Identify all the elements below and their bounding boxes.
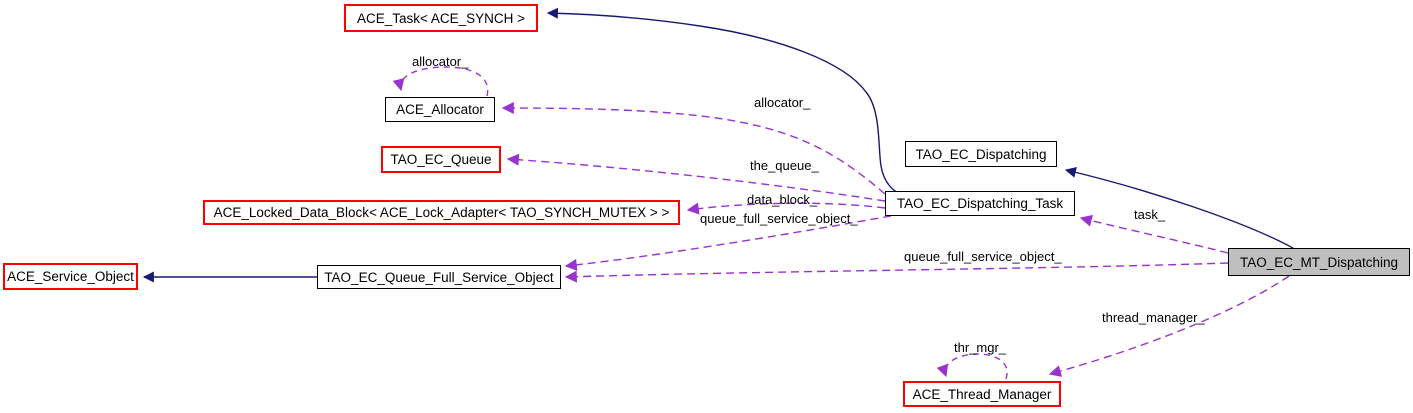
class-node-tao-ec-mt-dispatching: TAO_EC_MT_Dispatching <box>1228 248 1410 276</box>
class-node-ace-thread-manager[interactable]: ACE_Thread_Manager <box>903 381 1061 407</box>
edge-usage-dispatching-task-to-allocator <box>501 102 886 195</box>
class-node-tao-ec-queue[interactable]: TAO_EC_Queue <box>381 146 501 173</box>
edge-usage-mt-dispatching-to-thread-manager <box>1048 275 1290 377</box>
edge-inheritance-mt-dispatching-to-dispatching <box>1064 166 1294 249</box>
class-node-ace-task[interactable]: ACE_Task< ACE_SYNCH > <box>344 4 538 32</box>
edge-label-the-queue: the_queue_ <box>750 158 819 173</box>
edge-label-allocator: allocator_ <box>754 95 811 110</box>
edge-label-data-block: data_block_ <box>747 192 818 207</box>
class-node-ace-service-object[interactable]: ACE_Service_Object <box>3 263 138 290</box>
class-node-tao-ec-dispatching[interactable]: TAO_EC_Dispatching <box>905 141 1057 167</box>
edge-label-task: task_ <box>1134 207 1166 222</box>
class-node-ace-allocator[interactable]: ACE_Allocator <box>385 97 495 122</box>
edge-inheritance-dispatching-task-to-ace-task <box>546 7 899 194</box>
edge-usage-thread-manager-self-loop <box>936 353 1008 380</box>
edge-label-queue-full-service-object-left: queue_full_service_object_ <box>700 211 858 226</box>
edge-label-thr-mgr: thr_mgr_ <box>954 340 1007 355</box>
class-node-tao-ec-dispatching-task[interactable]: TAO_EC_Dispatching_Task <box>885 191 1075 216</box>
edge-usage-dispatching-task-to-queue <box>506 153 886 202</box>
edge-usage-mt-dispatching-to-dispatching-task <box>1079 214 1229 254</box>
edge-label-allocator-self: allocator_ <box>412 54 469 69</box>
edge-usage-mt-dispatching-to-qfso <box>564 262 1229 283</box>
edge-usage-allocator-self-loop <box>392 66 489 97</box>
class-node-ace-locked-data-block[interactable]: ACE_Locked_Data_Block< ACE_Lock_Adapter<… <box>203 200 680 225</box>
edge-usage-dispatching-task-to-qfso <box>564 215 892 271</box>
edge-label-thread-manager: thread_manager_ <box>1102 310 1205 325</box>
edge-label-queue-full-service-object-right: queue_full_service_object_ <box>904 249 1062 264</box>
class-node-tao-ec-queue-full-service-object[interactable]: TAO_EC_Queue_Full_Service_Object <box>317 265 561 289</box>
